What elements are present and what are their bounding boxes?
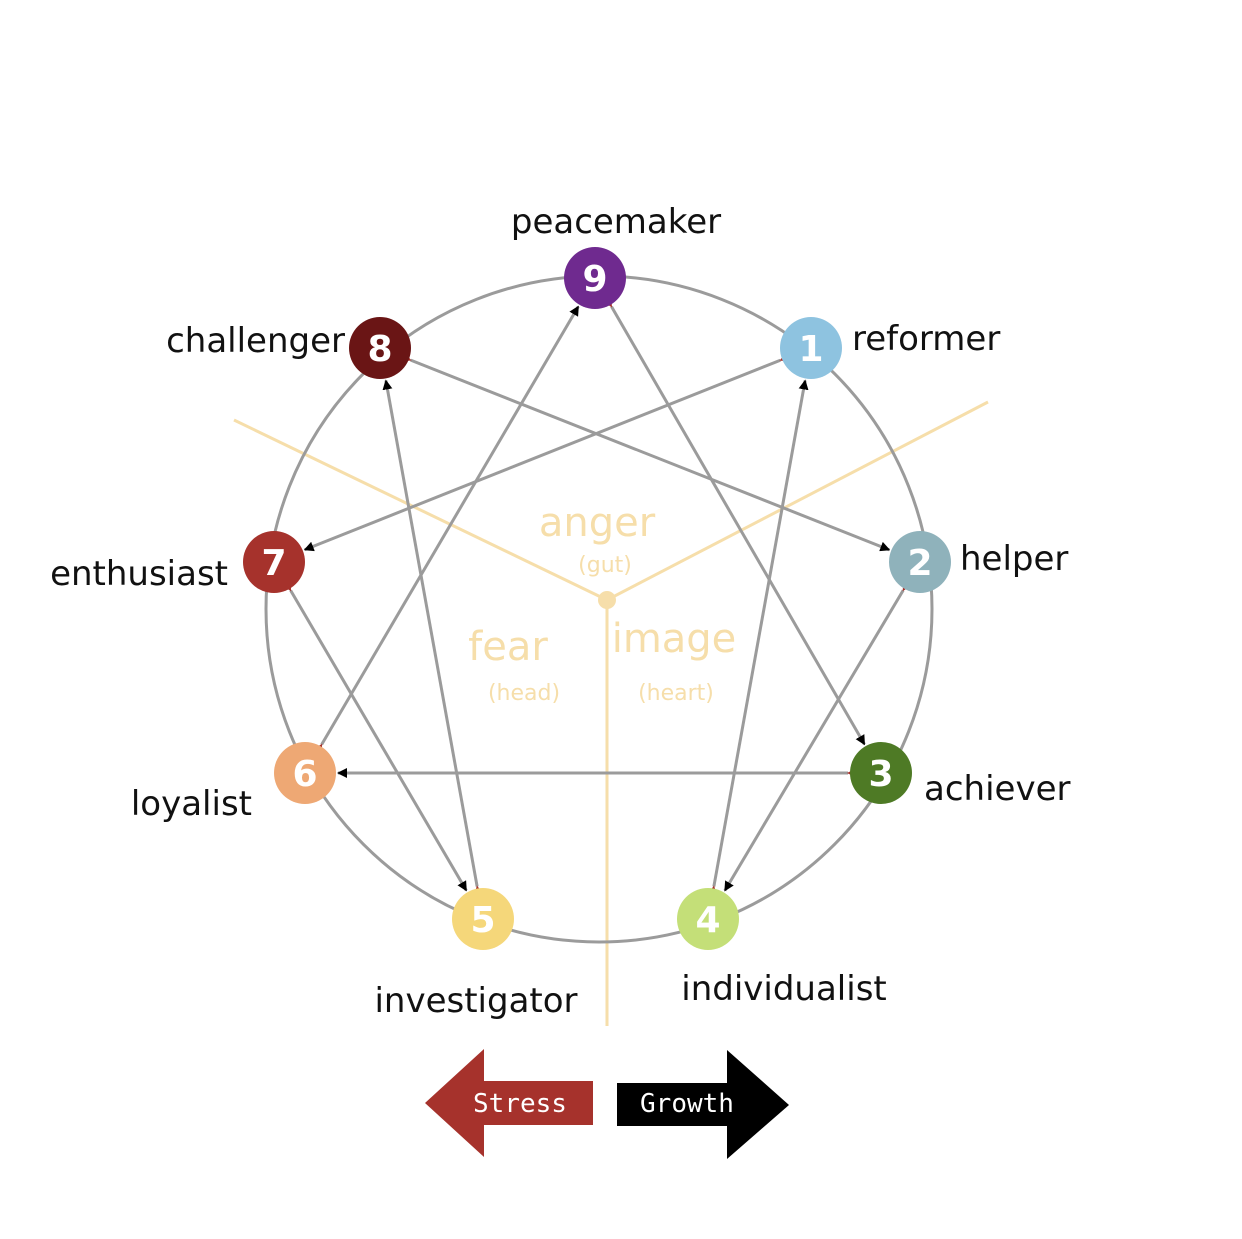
line-7-5	[281, 580, 468, 892]
growth-label: Growth	[640, 1089, 734, 1119]
node-1-label: reformer	[852, 319, 1000, 359]
node-4-label: individualist	[681, 969, 887, 1009]
type-node-8: 8 challenger	[166, 317, 411, 379]
node-3-label: achiever	[924, 769, 1070, 809]
node-7-circle	[243, 531, 305, 593]
node-1-number: 1	[798, 329, 823, 370]
type-node-5: 5 investigator	[374, 888, 578, 1021]
node-3-circle	[850, 742, 912, 804]
center-image-sub: (heart)	[638, 681, 714, 706]
enneagram-circle	[264, 274, 934, 944]
node-2-circle	[889, 531, 951, 593]
center-dividers	[233, 400, 989, 1026]
connection-lines	[281, 296, 913, 897]
type-node-9: 9 peacemaker	[511, 202, 721, 309]
stress-label: Stress	[473, 1089, 567, 1119]
type-node-1: 1 reformer	[780, 317, 1000, 379]
node-5-label: investigator	[374, 981, 577, 1021]
center-fear-word: fear	[468, 624, 548, 670]
node-4-circle	[677, 888, 739, 950]
node-8-number: 8	[367, 329, 392, 370]
node-1-circle	[780, 317, 842, 379]
node-9-number: 9	[582, 259, 607, 300]
type-node-7: 7 enthusiast	[50, 531, 305, 594]
node-2-label: helper	[960, 539, 1068, 579]
node-4-number: 4	[695, 900, 720, 941]
line-5-8	[382, 379, 484, 897]
center-anger-word: anger	[539, 500, 656, 546]
center-image-word: image	[612, 616, 737, 662]
line-2-4	[723, 580, 913, 892]
type-node-4: 4 individualist	[677, 888, 887, 1009]
node-8-label: challenger	[166, 321, 345, 361]
legend: Stress Growth	[425, 1049, 789, 1159]
type-node-6: 6 loyalist	[131, 742, 336, 824]
stress-arrow: Stress	[425, 1049, 593, 1157]
node-3-number: 3	[868, 754, 893, 795]
node-2-number: 2	[907, 543, 932, 584]
node-6-circle	[274, 742, 336, 804]
line-6-9	[312, 305, 580, 755]
node-8-circle	[349, 317, 411, 379]
type-node-2: 2 helper	[889, 531, 1068, 593]
center-dot	[598, 591, 616, 609]
center-anger-sub: (gut)	[578, 553, 632, 578]
node-5-number: 5	[470, 900, 495, 941]
type-node-3: 3 achiever	[850, 742, 1070, 809]
growth-arrow-shape	[617, 1050, 789, 1159]
line-9-3	[602, 296, 866, 746]
center-fear-sub: (head)	[488, 681, 560, 706]
node-7-label: enthusiast	[50, 554, 228, 594]
stress-arrow-shape	[425, 1049, 593, 1157]
node-5-circle	[452, 888, 514, 950]
node-6-label: loyalist	[131, 784, 252, 824]
growth-arrow: Growth	[617, 1050, 789, 1159]
node-7-number: 7	[261, 543, 286, 584]
node-9-label: peacemaker	[511, 202, 721, 242]
node-9-circle	[564, 247, 626, 309]
node-6-number: 6	[292, 754, 317, 795]
